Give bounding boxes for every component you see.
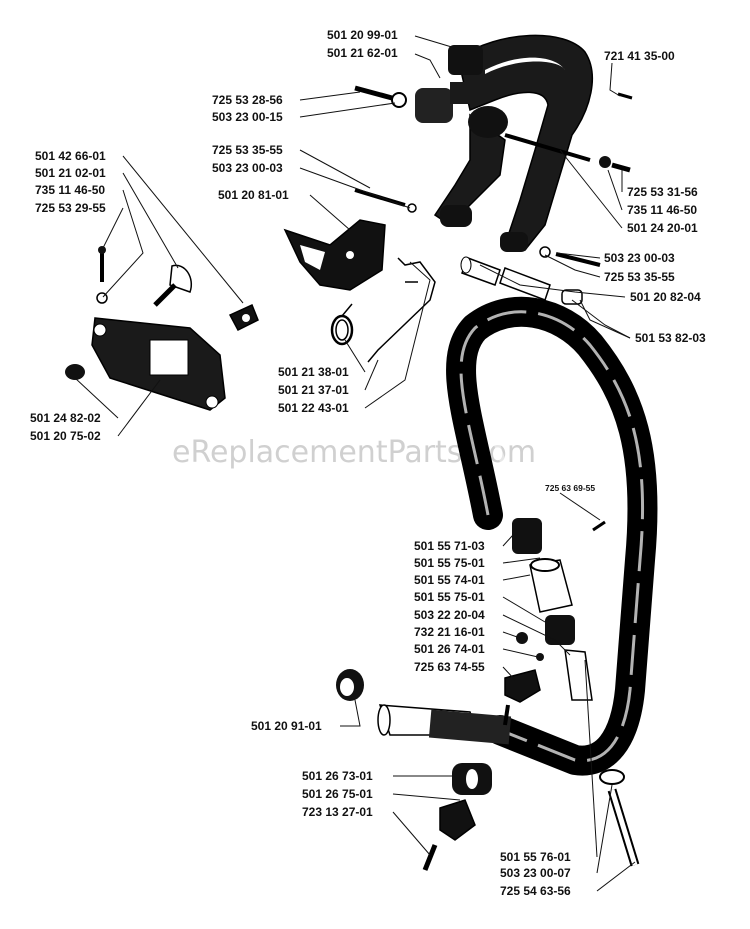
label-725-53-29-55: 725 53 29-55 (35, 201, 106, 215)
label-725-63-74-55: 725 63 74-55 (414, 660, 485, 674)
label-501-21-62-01: 501 21 62-01 (327, 46, 398, 60)
front-handle-bar (446, 296, 658, 776)
handle-grip-fittings (377, 518, 593, 745)
upper-handle-bracket (433, 34, 593, 252)
label-501-55-71-03: 501 55 71-03 (414, 539, 485, 553)
label-725-54-63-56: 725 54 63-56 (500, 884, 571, 898)
label-503-22-20-04: 503 22 20-04 (414, 608, 485, 622)
label-503-23-00-03-right: 503 23 00-03 (604, 251, 675, 265)
part-number-labels: 501 20 99-01 501 21 62-01 721 41 35-00 7… (30, 28, 706, 898)
label-501-55-74-01: 501 55 74-01 (414, 573, 485, 587)
label-501-26-73-01: 501 26 73-01 (302, 769, 373, 783)
label-501-26-75-01: 501 26 75-01 (302, 787, 373, 801)
label-732-21-16-01: 732 21 16-01 (414, 625, 485, 639)
label-503-23-00-03-top: 503 23 00-03 (212, 161, 283, 175)
label-501-21-38-01: 501 21 38-01 (278, 365, 349, 379)
torsion-spring (330, 303, 354, 346)
label-501-24-20-01: 501 24 20-01 (627, 221, 698, 235)
label-501-20-75-02: 501 20 75-02 (30, 429, 101, 443)
throttle-bracket (283, 219, 386, 291)
label-501-20-82-04: 501 20 82-04 (630, 290, 701, 304)
label-501-42-66-01: 501 42 66-01 (35, 149, 106, 163)
bracket-mount-blocks (415, 45, 508, 138)
label-501-53-82-03: 501 53 82-03 (635, 331, 706, 345)
leader-lines (74, 35, 636, 892)
label-501-26-74-01: 501 26 74-01 (414, 642, 485, 656)
throttle-wire (367, 257, 436, 363)
label-725-53-31-56: 725 53 31-56 (627, 185, 698, 199)
label-501-21-37-01: 501 21 37-01 (278, 383, 349, 397)
label-501-22-43-01: 501 22 43-01 (278, 401, 349, 415)
label-503-23-00-07: 503 23 00-07 (500, 866, 571, 880)
spacer-sleeves (460, 256, 583, 305)
label-501-20-99-01: 501 20 99-01 (327, 28, 398, 42)
label-503-23-00-15: 503 23 00-15 (212, 110, 283, 124)
label-725-53-35-55-top: 725 53 35-55 (212, 143, 283, 157)
label-501-20-91-01: 501 20 91-01 (251, 719, 322, 733)
label-501-55-75-01-a: 501 55 75-01 (414, 556, 485, 570)
label-501-55-76-01: 501 55 76-01 (500, 850, 571, 864)
label-725-63-69-55: 725 63 69-55 (545, 483, 595, 493)
mounting-plate (65, 317, 226, 411)
label-723-13-27-01: 723 13 27-01 (302, 805, 373, 819)
label-721-41-35-00: 721 41 35-00 (604, 49, 675, 63)
label-501-20-81-01: 501 20 81-01 (218, 188, 289, 202)
label-501-21-02-01: 501 21 02-01 (35, 166, 106, 180)
plate-fasteners (96, 246, 259, 331)
label-735-11-46-50-left: 735 11 46-50 (35, 183, 105, 197)
label-735-11-46-50-right: 735 11 46-50 (627, 203, 697, 217)
lower-clamp-parts (422, 763, 640, 871)
label-725-53-28-56: 725 53 28-56 (212, 93, 283, 107)
label-501-55-75-01-b: 501 55 75-01 (414, 590, 485, 604)
label-725-53-35-55-right: 725 53 35-55 (604, 270, 675, 284)
label-501-24-82-02: 501 24 82-02 (30, 411, 101, 425)
